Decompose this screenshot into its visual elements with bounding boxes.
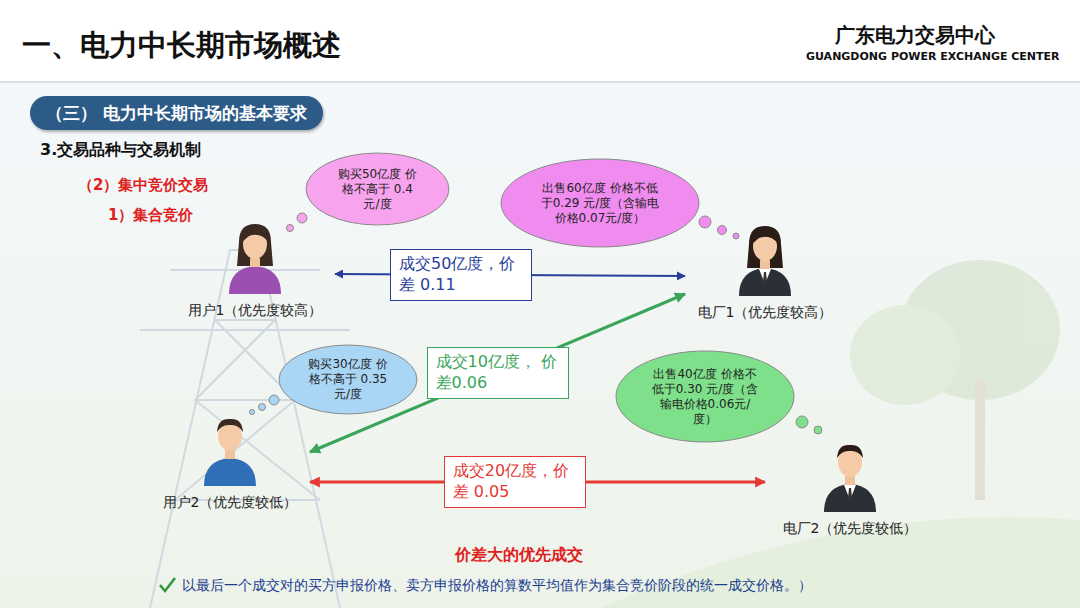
bubble-text-wrap: 购买50亿度 价格不高于 0.4元/度 — [335, 167, 421, 212]
page-title: 一、电力中长期市场概述 — [22, 26, 341, 66]
thought-bubble: 购买30亿度 价格不高于 0.35元/度 — [278, 344, 418, 415]
person-icon — [225, 220, 285, 294]
person-body — [229, 266, 281, 294]
bubble-text: 购买50亿度 价格不高于 0.4元/度 — [335, 167, 421, 212]
edge-label: 成交50亿度，价差 0.11 — [399, 254, 523, 296]
person-icon — [820, 438, 880, 512]
note-text: 以最后一个成交对的买方申报价格、卖方申报价格的算数平均值作为集合竞价阶段的统一成… — [182, 577, 812, 595]
hair-top — [217, 419, 243, 432]
neck — [760, 260, 770, 269]
logo-text: GUANGDONG POWER EXCHANGE CENTER — [806, 50, 1060, 63]
hair-top — [242, 228, 268, 242]
hair — [237, 224, 273, 266]
tie — [848, 488, 852, 501]
person-caption: 用户1（优先度较高） — [175, 302, 335, 320]
section-label: 1）集合竞价 — [108, 206, 193, 225]
section-label: （2）集中竞价交易 — [78, 176, 208, 195]
shirt — [844, 485, 856, 500]
person-node: 电厂2（优先度较低） — [765, 438, 935, 538]
tie — [763, 272, 767, 285]
hair-top — [837, 445, 863, 458]
head — [753, 231, 777, 261]
person-caption: 用户2（优先度较低） — [150, 494, 310, 512]
person-icon — [735, 222, 795, 296]
cloud-shape — [501, 159, 699, 247]
logo-text: 广东电力交易中心 — [835, 22, 995, 49]
section-pill: （三） 电力中长期市场的基本要求 — [30, 96, 323, 130]
person-caption: 电厂2（优先度较低） — [765, 520, 935, 538]
neck — [250, 258, 260, 267]
neck — [225, 450, 235, 459]
person-icon — [200, 412, 260, 486]
edge-label-box: 成交10亿度， 价差0.06 — [427, 347, 569, 399]
person-node: 用户2（优先度较低） — [150, 412, 310, 512]
edge-label-box: 成交20亿度，价差 0.05 — [444, 456, 586, 508]
shirt — [759, 269, 771, 284]
thought-bubble: 出售40亿度 价格不低于0.30 元/度（含输电价格0.06元/度） — [615, 350, 795, 443]
thought-bubble: 出售60亿度 价格不低于0.29 元/度（含输电价格0.07元/度） — [500, 158, 700, 248]
edge-label: 成交10亿度， 价差0.06 — [436, 352, 560, 394]
hair-top — [752, 230, 778, 244]
person-body — [824, 484, 876, 512]
hair — [747, 226, 783, 268]
bubble-text-wrap: 出售60亿度 价格不低于0.29 元/度（含输电价格0.07元/度） — [539, 181, 661, 226]
section-label: 3.交易品种与交易机制 — [40, 140, 201, 161]
bubble-text: 出售60亿度 价格不低于0.29 元/度（含输电价格0.07元/度） — [539, 181, 661, 226]
bubble-text-wrap: 购买30亿度 价格不高于 0.35元/度 — [305, 357, 391, 402]
edge-label-box: 成交50亿度，价差 0.11 — [390, 249, 532, 301]
bubble-text-wrap: 出售40亿度 价格不低于0.30 元/度（含输电价格0.06元/度） — [649, 367, 761, 427]
section-label: 价差大的优先成交 — [455, 545, 583, 566]
person-body — [739, 268, 791, 296]
person-node: 电厂1（优先度较高） — [685, 222, 845, 322]
pill-text: （三） 电力中长期市场的基本要求 — [46, 102, 307, 125]
edge-label: 成交20亿度，价差 0.05 — [453, 461, 577, 503]
neck — [845, 476, 855, 485]
bubble-text: 购买30亿度 价格不高于 0.35元/度 — [305, 357, 391, 402]
head — [243, 229, 267, 259]
person-body — [204, 458, 256, 486]
cloud-shape — [306, 153, 449, 225]
cloud-shape — [616, 351, 794, 442]
thought-bubble: 购买50亿度 价格不高于 0.4元/度 — [305, 152, 450, 226]
person-caption: 电厂1（优先度较高） — [685, 304, 845, 322]
person-node: 用户1（优先度较高） — [175, 220, 335, 320]
bubble-text: 出售40亿度 价格不低于0.30 元/度（含输电价格0.06元/度） — [649, 367, 761, 427]
cloud-shape — [279, 345, 417, 414]
